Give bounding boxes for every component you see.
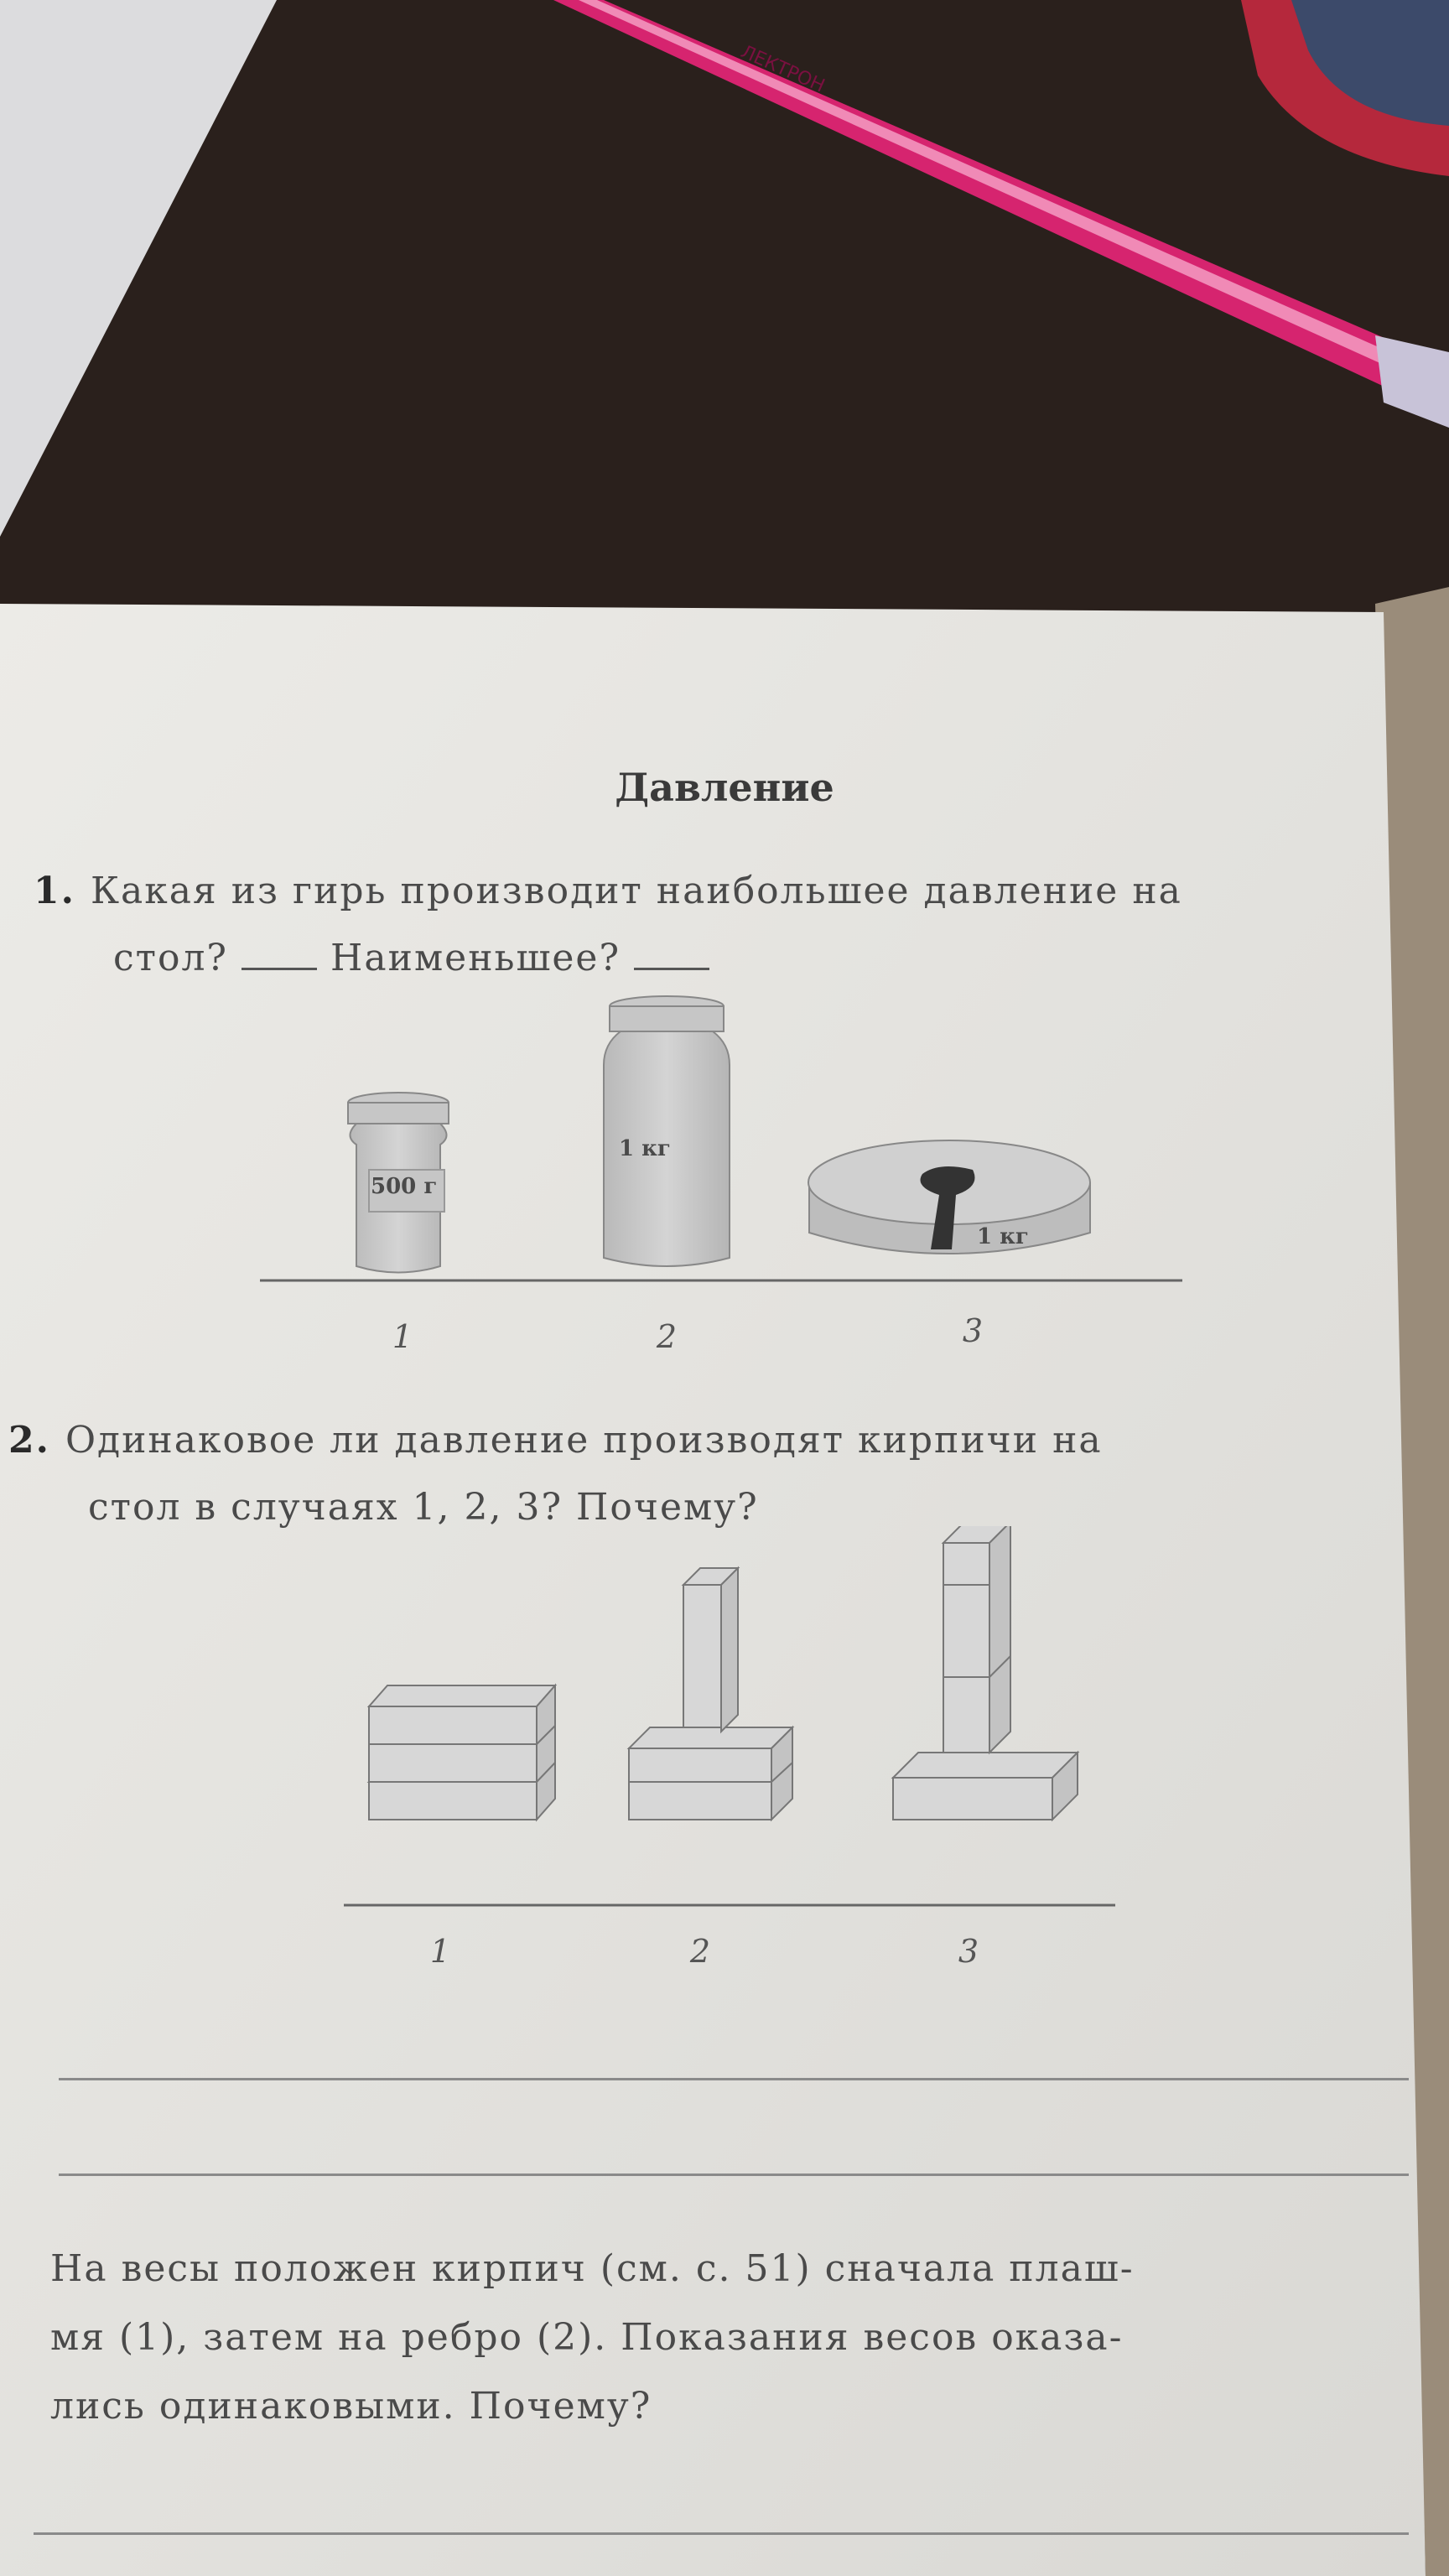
answer-line-3[interactable] [34, 2532, 1409, 2535]
task2-number: 2. [8, 1419, 50, 1462]
answer-line-2[interactable] [59, 2174, 1409, 2176]
brick-stack-flat [366, 1683, 558, 1822]
white-paper-corner [0, 0, 277, 537]
bricks-illustration [344, 1526, 1115, 1907]
brick-caption-2: 2 [689, 1933, 711, 1970]
task1-question-least: Наименьшее? [330, 937, 621, 979]
weight-1kg-disc [808, 1140, 1091, 1254]
task1-question-cont: стол? [113, 937, 229, 979]
pen [553, 0, 1449, 428]
brick-caption-3: 3 [958, 1933, 979, 1970]
weight-label-2: 1 кг [619, 1136, 671, 1161]
task1-question: Какая из гирь производит наибольшее давл… [90, 870, 1182, 912]
answer-line-1[interactable] [59, 2078, 1409, 2080]
task2-question: Одинаковое ли давление производят кирпич… [65, 1419, 1103, 1462]
weight-caption-2: 2 [656, 1318, 678, 1355]
task1-line2: стол? Наименьшее? [113, 927, 710, 990]
weight-label-3: 1 кг [977, 1224, 1029, 1249]
weight-label-1: 500 г [371, 1174, 438, 1199]
weights-illustration [260, 995, 1182, 1282]
brick-stack-mixed [626, 1566, 795, 1822]
task3-line3: лись одинаковыми. Почему? [50, 2385, 652, 2428]
task3-line2: мя (1), затем на ребро (2). Показания ве… [50, 2316, 1124, 2359]
brick-stack-upright [891, 1526, 1080, 1822]
red-object [1241, 0, 1449, 176]
weight-caption-3: 3 [962, 1312, 984, 1349]
weight-500g [347, 1092, 449, 1274]
section-title: Давление [615, 765, 834, 810]
task1-line1: 1. Какая из гирь производит наибольшее да… [34, 860, 1182, 923]
weight-caption-1: 1 [392, 1318, 413, 1355]
brick-caption-1: 1 [429, 1933, 451, 1970]
answer-blank-largest[interactable] [242, 937, 318, 970]
task1-number: 1. [34, 870, 75, 912]
task3-line1: На весы положен кирпич (см. с. 51) снача… [50, 2247, 1135, 2290]
weight-1kg-tall [603, 995, 730, 1267]
answer-blank-smallest[interactable] [634, 937, 710, 970]
task2-line1: 2. Одинаковое ли давление производят кирп… [8, 1409, 1103, 1472]
task2-line2: стол в случаях 1, 2, 3? Почему? [88, 1486, 759, 1529]
